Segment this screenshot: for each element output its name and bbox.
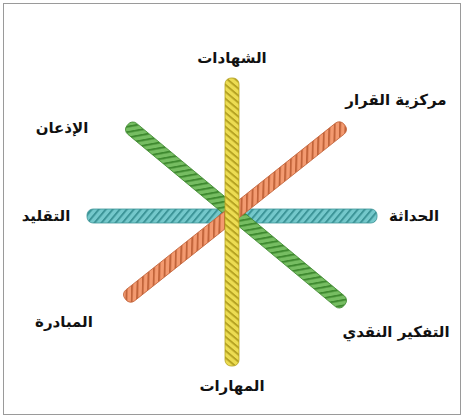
rope-end-label: المهارات [199,377,264,395]
rope-end-label: المبادرة [35,313,93,331]
rope-end-label: مركزية القرار [345,91,446,109]
rope-end-label: الإذعان [36,119,89,137]
rope-end-label: الحداثة [389,207,439,225]
rope-end-label: التقليد [22,207,71,225]
rope-end-label: التفكير النقدي [342,323,449,341]
frame [4,4,461,415]
rope-end-label: الشهادات [197,49,267,67]
yellow-rope [225,78,239,366]
